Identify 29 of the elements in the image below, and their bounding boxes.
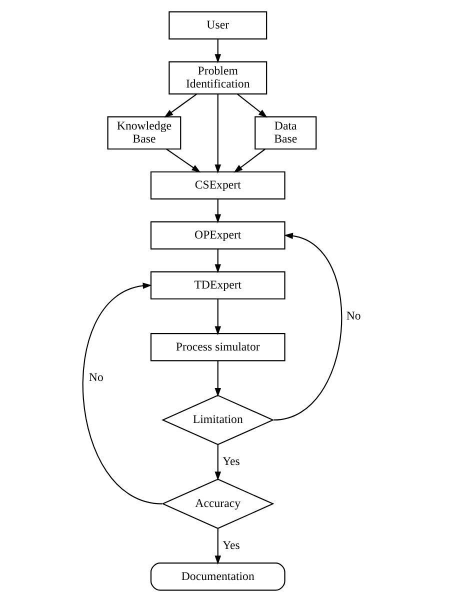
arrow xyxy=(214,199,221,224)
node-box: TDExpert xyxy=(150,271,285,300)
arrow xyxy=(214,444,221,481)
edge-label: No xyxy=(346,308,360,322)
node-box: CSExpert xyxy=(150,171,285,200)
node-box: Data Base xyxy=(254,116,316,150)
arrow xyxy=(233,148,266,173)
arrow xyxy=(166,148,200,173)
node-box: Knowledge Base xyxy=(106,116,181,150)
node-diamond: Accuracy xyxy=(161,478,274,529)
arrow xyxy=(214,39,221,64)
node-box: User xyxy=(168,11,267,40)
arrow xyxy=(214,94,221,174)
arrow xyxy=(214,249,221,274)
edge-label: Yes xyxy=(222,454,240,468)
node-box: Documentation xyxy=(150,562,285,591)
arrow xyxy=(273,232,342,421)
arrow xyxy=(82,282,162,504)
edge-label: Yes xyxy=(222,538,240,552)
node-box: OPExpert xyxy=(150,221,285,250)
arrow xyxy=(236,94,267,118)
arrow xyxy=(214,298,221,336)
arrow xyxy=(164,94,196,118)
arrow xyxy=(214,360,221,397)
node-diamond: Limitation xyxy=(160,394,274,446)
node-box: Problem Identification xyxy=(168,61,267,94)
node-box: Process simulator xyxy=(150,333,285,362)
arrow xyxy=(214,528,221,565)
edge-label: No xyxy=(88,370,103,384)
